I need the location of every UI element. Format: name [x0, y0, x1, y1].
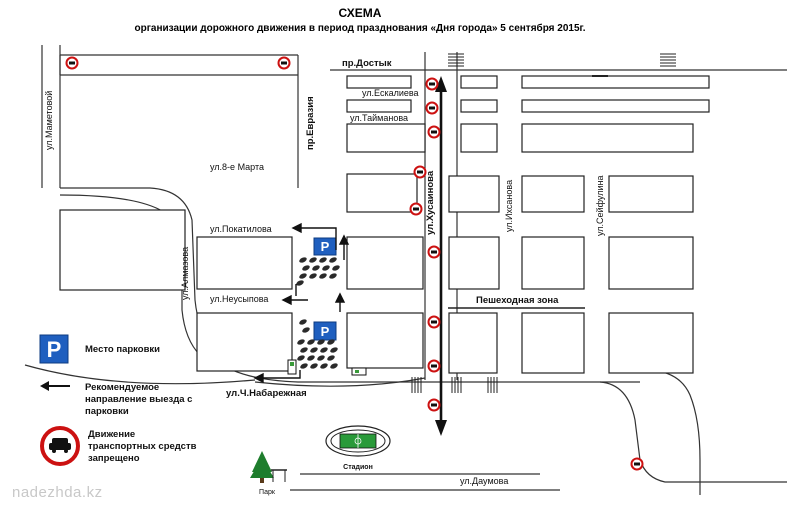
watermark: nadezhda.kz [12, 484, 103, 501]
parked-car [297, 355, 305, 361]
parked-car [317, 339, 325, 345]
park-label: Парк [259, 489, 276, 496]
street-neusypova-label: ул.Неусыпова [210, 294, 268, 304]
street-dostyk-label: пр.Достык [342, 58, 392, 69]
stadium-label: Стадион [343, 464, 373, 471]
no-traffic-sign [65, 56, 79, 70]
no-traffic-sign [630, 457, 644, 471]
legend-parking-icon [39, 334, 69, 364]
stadium-icon [325, 425, 391, 457]
parked-car [309, 257, 317, 263]
legend-ban-line1: Движение [88, 429, 135, 440]
no-traffic-sign [427, 315, 441, 329]
street-pokatilova-label: ул.Покатилова [210, 224, 272, 234]
city-blocks [59, 75, 710, 374]
crosswalks [411, 53, 676, 393]
street-8-marta-label: ул.8-е Марта [210, 162, 264, 172]
parked-car [330, 347, 338, 353]
pedestrian-zone-label: Пешеходная зона [476, 295, 559, 306]
no-traffic-sign [413, 165, 427, 179]
parked-car [310, 363, 318, 369]
no-traffic-sign [427, 125, 441, 139]
parked-car [317, 355, 325, 361]
parked-car [330, 363, 338, 369]
parked-car [310, 347, 318, 353]
street-khusainova-label: ул.Хусаинова [425, 170, 436, 235]
legend-ban-line2: транспортных средств [88, 441, 197, 452]
parked-car [302, 265, 310, 271]
parked-car [302, 327, 310, 333]
no-traffic-sign [425, 77, 439, 91]
closed-section-arrow [435, 76, 447, 436]
parked-car [319, 273, 327, 279]
parked-car [319, 257, 327, 263]
bus-icons [287, 359, 367, 376]
parking-sign-north: P [321, 239, 330, 254]
legend-no-traffic-icon [40, 426, 80, 466]
parked-car [299, 257, 307, 263]
parked-car [309, 273, 317, 279]
parked-car [299, 319, 307, 325]
parked-cars [296, 257, 340, 369]
parked-car [312, 265, 320, 271]
parked-car [320, 347, 328, 353]
parked-car [329, 273, 337, 279]
legend-parking-label: Место парковки [85, 344, 160, 355]
parked-car [329, 257, 337, 263]
no-traffic-sign [425, 101, 439, 115]
legend-exit-line2: направление выезда с [85, 394, 192, 405]
no-traffic-signs [65, 56, 644, 471]
no-traffic-sign [427, 359, 441, 373]
parked-car [322, 265, 330, 271]
street-iksanova-label: ул.Ихсанова [504, 180, 514, 232]
street-taimanova-label: ул.Тайманова [350, 113, 408, 123]
parked-car [320, 363, 328, 369]
street-mametovoi-label: ул.Маметовой [44, 91, 54, 150]
legend-exit-line3: парковки [85, 406, 129, 417]
legend-ban-line3: запрещено [88, 453, 140, 464]
street-almazova-label: ул.Алмазова [180, 247, 190, 300]
parked-car [307, 339, 315, 345]
parked-car [296, 280, 304, 286]
parked-car [332, 265, 340, 271]
avenue-evrazia-label: пр.Евразия [305, 96, 316, 150]
street-naberezhnaya-label: ул.Ч.Набарежная [226, 388, 307, 399]
road-mark [592, 75, 608, 77]
street-seifullina-label: ул.Сейфулина [595, 176, 605, 236]
parked-car [297, 339, 305, 345]
parked-car [299, 273, 307, 279]
no-traffic-sign [409, 202, 423, 216]
parking-area-south: P [313, 321, 337, 341]
map-title: СХЕМА [339, 6, 382, 20]
no-traffic-sign [427, 245, 441, 259]
park-icon [250, 451, 287, 483]
legend: P Место парковки Рекомендуемое направлен… [39, 334, 197, 466]
street-daumova-label: ул.Даумова [460, 476, 508, 486]
no-traffic-sign [427, 398, 441, 412]
legend-parking-symbol: P [47, 337, 62, 362]
parking-area-north: P [313, 237, 337, 256]
parked-car [327, 355, 335, 361]
exit-direction-arrows [253, 222, 350, 384]
parked-car [300, 363, 308, 369]
parked-car [300, 347, 308, 353]
parked-car [307, 355, 315, 361]
parked-car [327, 339, 335, 345]
no-traffic-sign [277, 56, 291, 70]
street-eskalieva-label: ул.Ескалиева [362, 88, 419, 98]
map-subtitle: организации дорожного движения в период … [135, 22, 586, 34]
legend-exit-line1: Рекомендуемое [85, 382, 159, 393]
parking-sign-south: P [321, 324, 330, 339]
